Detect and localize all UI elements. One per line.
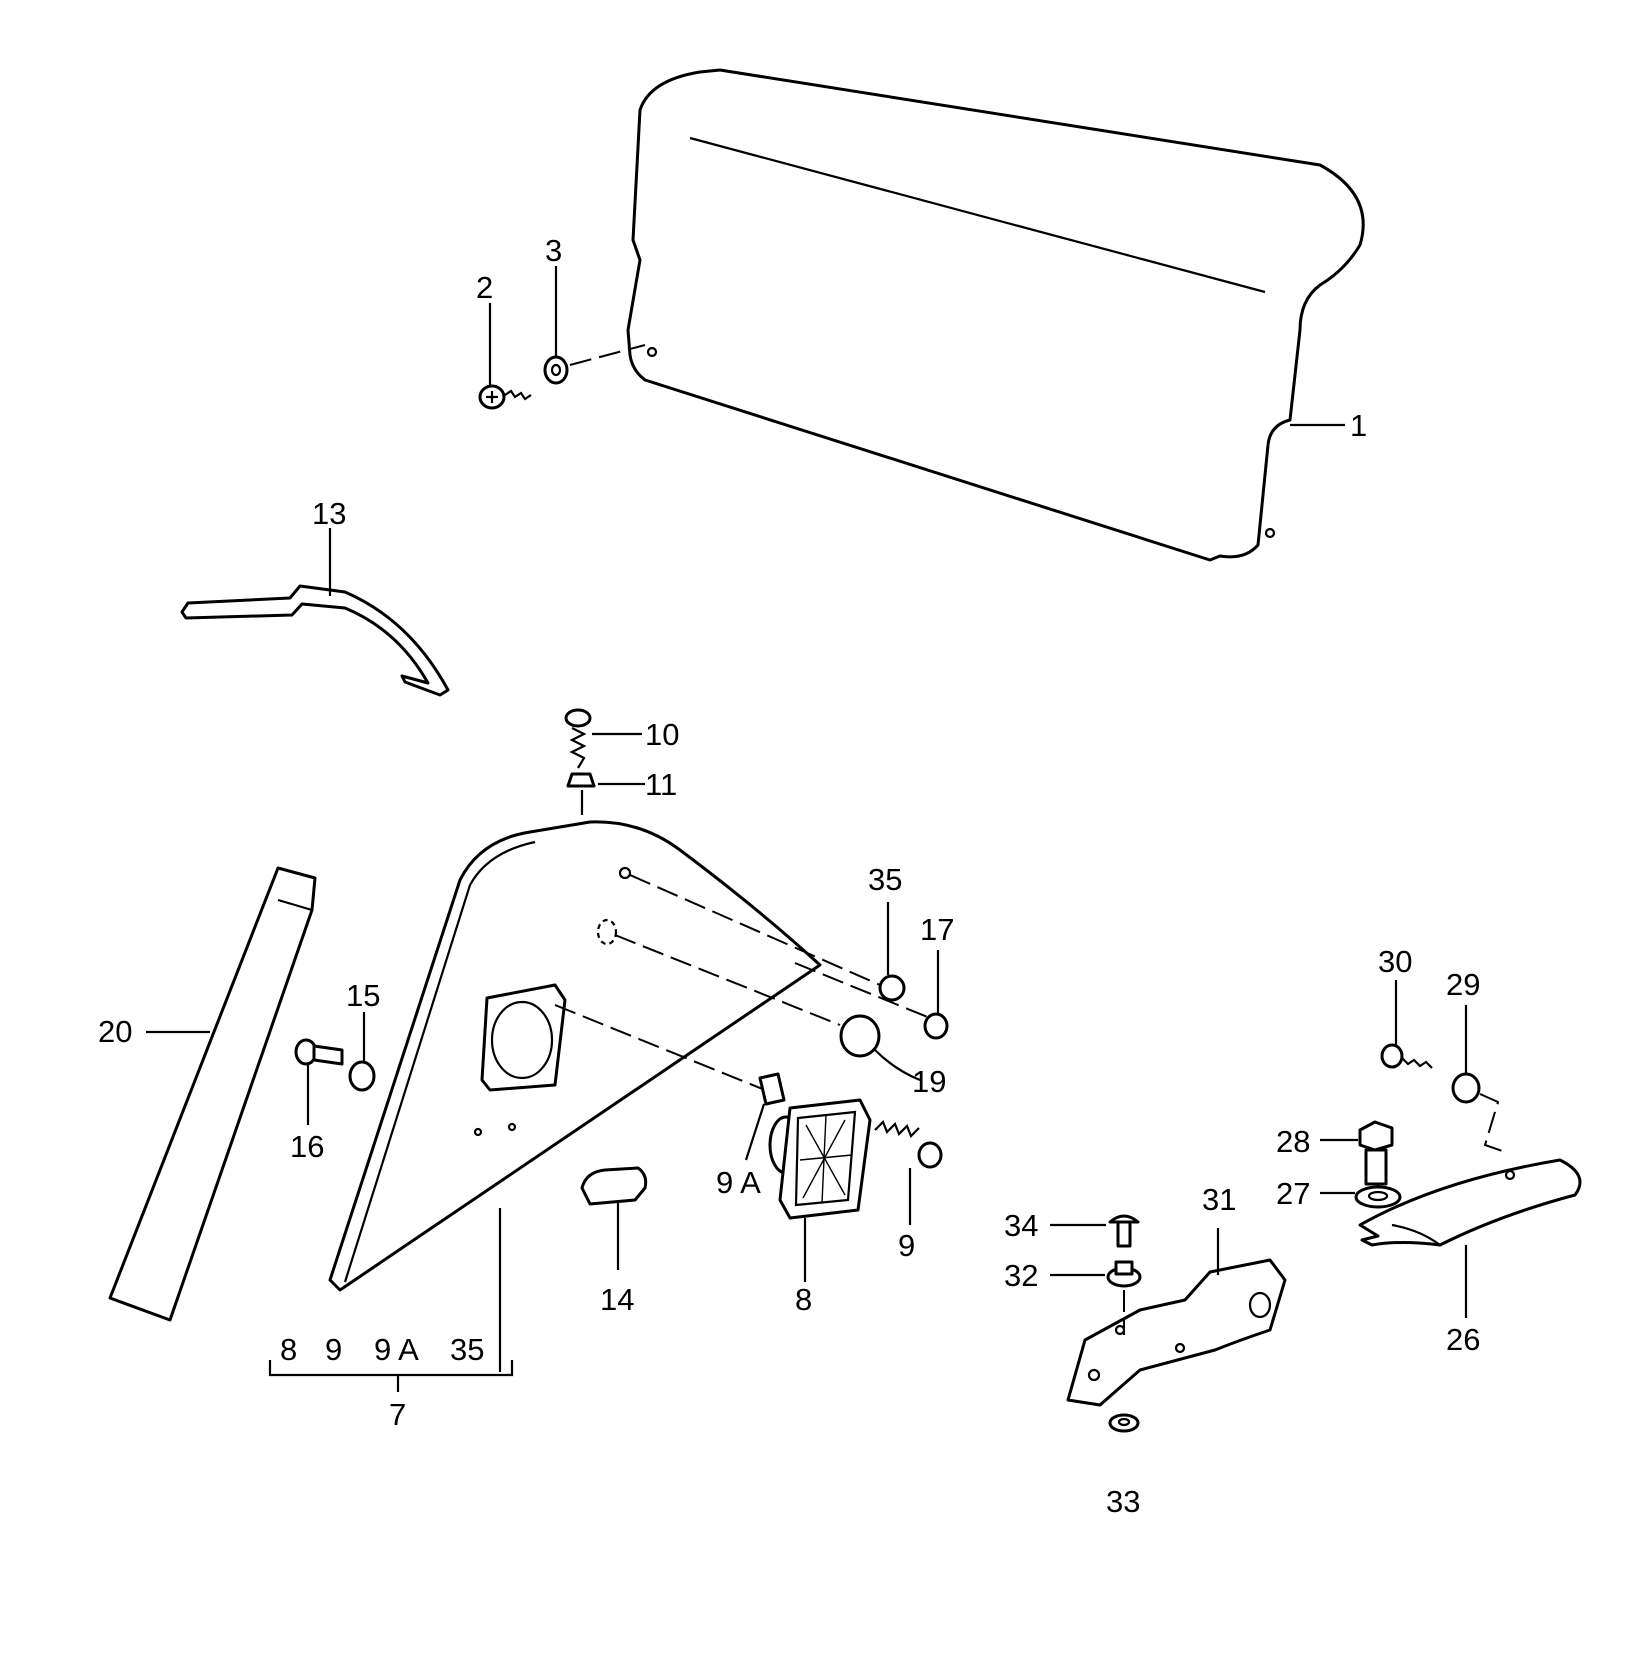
kit-item-9: 9 <box>325 1332 342 1367</box>
label-31: 31 <box>1202 1182 1236 1217</box>
trim-strip-part-13 <box>180 584 450 697</box>
bolt-part-28 <box>1358 1120 1394 1186</box>
label-32: 32 <box>1004 1258 1038 1293</box>
label-7: 7 <box>389 1397 406 1432</box>
screw-part-9 <box>874 1120 943 1169</box>
kit-item-35: 35 <box>450 1332 484 1367</box>
label-9: 9 <box>898 1228 915 1263</box>
label-20: 20 <box>98 1014 132 1049</box>
label-27: 27 <box>1276 1176 1310 1211</box>
label-1: 1 <box>1350 408 1367 443</box>
kit-group-bracket <box>268 1360 514 1392</box>
trim-part-20 <box>108 866 317 1322</box>
label-14: 14 <box>600 1282 634 1317</box>
label-17: 17 <box>920 912 954 947</box>
nut-part-29 <box>1451 1072 1481 1104</box>
screw-part-10 <box>564 708 592 769</box>
bumper-part-11 <box>566 772 596 788</box>
kit-item-8: 8 <box>280 1332 297 1367</box>
knob-part-14 <box>580 1166 648 1206</box>
label-28: 28 <box>1276 1124 1310 1159</box>
label-13: 13 <box>312 496 346 531</box>
label-34: 34 <box>1004 1208 1038 1243</box>
label-11: 11 <box>645 767 677 802</box>
label-15: 15 <box>346 978 380 1013</box>
label-35: 35 <box>868 862 902 897</box>
label-16: 16 <box>290 1129 324 1164</box>
nut-part-32 <box>1106 1260 1142 1288</box>
kit-item-9a: 9 A <box>374 1332 419 1367</box>
label-19: 19 <box>912 1064 946 1099</box>
side-panel-part-7 <box>328 820 822 1292</box>
washer-part-33 <box>1108 1413 1140 1433</box>
bolt-part-16 <box>294 1038 344 1066</box>
cover-part-26 <box>1358 1158 1582 1247</box>
label-29: 29 <box>1446 967 1480 1002</box>
washer-part-3 <box>543 355 569 385</box>
label-26: 26 <box>1446 1322 1480 1357</box>
screw-part-2 <box>478 384 532 410</box>
washer-part-27 <box>1354 1185 1402 1209</box>
parcel-shelf-part-1 <box>626 68 1365 562</box>
label-10: 10 <box>645 717 679 752</box>
label-3: 3 <box>545 233 562 268</box>
screw-part-30 <box>1380 1043 1433 1069</box>
plug-part-17 <box>923 1012 949 1040</box>
speaker-part-8 <box>768 1098 872 1220</box>
label-9a: 9 A <box>716 1165 761 1200</box>
label-8: 8 <box>795 1282 812 1317</box>
washer-part-15 <box>348 1060 376 1092</box>
label-2: 2 <box>476 270 493 305</box>
screw-part-34 <box>1108 1214 1140 1248</box>
grommet-part-35 <box>878 974 906 1002</box>
label-30: 30 <box>1378 944 1412 979</box>
bracket-part-31 <box>1066 1258 1287 1407</box>
label-33: 33 <box>1106 1484 1140 1519</box>
clip-part-9a <box>758 1072 786 1106</box>
cap-part-19 <box>839 1014 881 1058</box>
